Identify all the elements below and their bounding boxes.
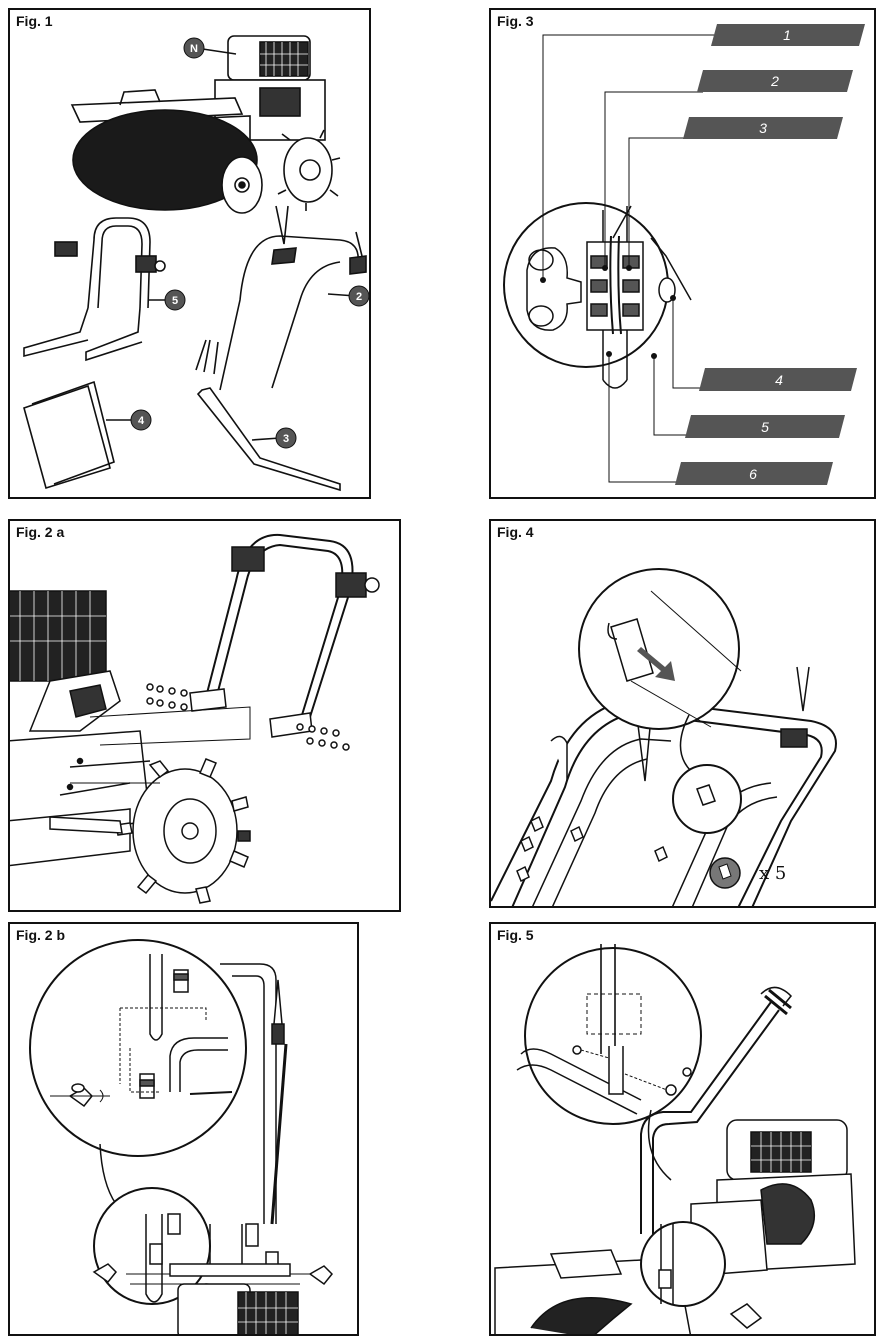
figure-5-drawing <box>494 944 856 1334</box>
figure-4-panel: Fig. 4 <box>489 519 876 908</box>
figure-5-panel: Fig. 5 <box>489 922 876 1336</box>
figure-2b-drawing <box>29 939 334 1334</box>
figure-4-title: Fig. 4 <box>497 524 534 540</box>
clip-count-label: x 5 <box>759 863 786 884</box>
figure-4-drawing: x 5 <box>491 568 837 906</box>
figure-2a-drawing <box>10 533 380 904</box>
figure-1-panel: Fig. 1 <box>8 8 371 499</box>
figure-3-panel: Fig. 3 <box>489 8 876 499</box>
fig3-label-5: 5 <box>761 419 769 435</box>
fig3-label-2: 2 <box>770 73 779 89</box>
callout-5: 5 <box>172 295 178 307</box>
callout-2: 2 <box>356 291 362 303</box>
figure-1-callouts: N 5 2 4 3 <box>130 37 369 449</box>
fig3-label-1: 1 <box>783 27 791 43</box>
figure-1-drawing: N 5 2 4 3 <box>23 35 369 492</box>
figure-2b-panel: Fig. 2 b <box>8 922 359 1336</box>
figure-5-title: Fig. 5 <box>497 927 534 943</box>
fig3-label-3: 3 <box>759 120 767 136</box>
fig3-label-4: 4 <box>775 372 783 388</box>
figure-3-title: Fig. 3 <box>497 13 534 29</box>
clip-count-icon <box>709 857 741 889</box>
callout-3: 3 <box>283 433 289 445</box>
figure-2a-title: Fig. 2 a <box>16 524 65 540</box>
figure-1-title: Fig. 1 <box>16 13 53 29</box>
figure-2a-panel: Fig. 2 a <box>8 519 401 912</box>
figure-2b-title: Fig. 2 b <box>16 927 65 943</box>
fig3-label-6: 6 <box>749 466 757 482</box>
callout-n: N <box>190 43 198 55</box>
figure-3-labels: 1 2 3 4 5 6 <box>675 24 865 485</box>
callout-4: 4 <box>138 415 145 427</box>
figure-3-drawing: 1 2 3 4 5 6 <box>503 24 865 485</box>
